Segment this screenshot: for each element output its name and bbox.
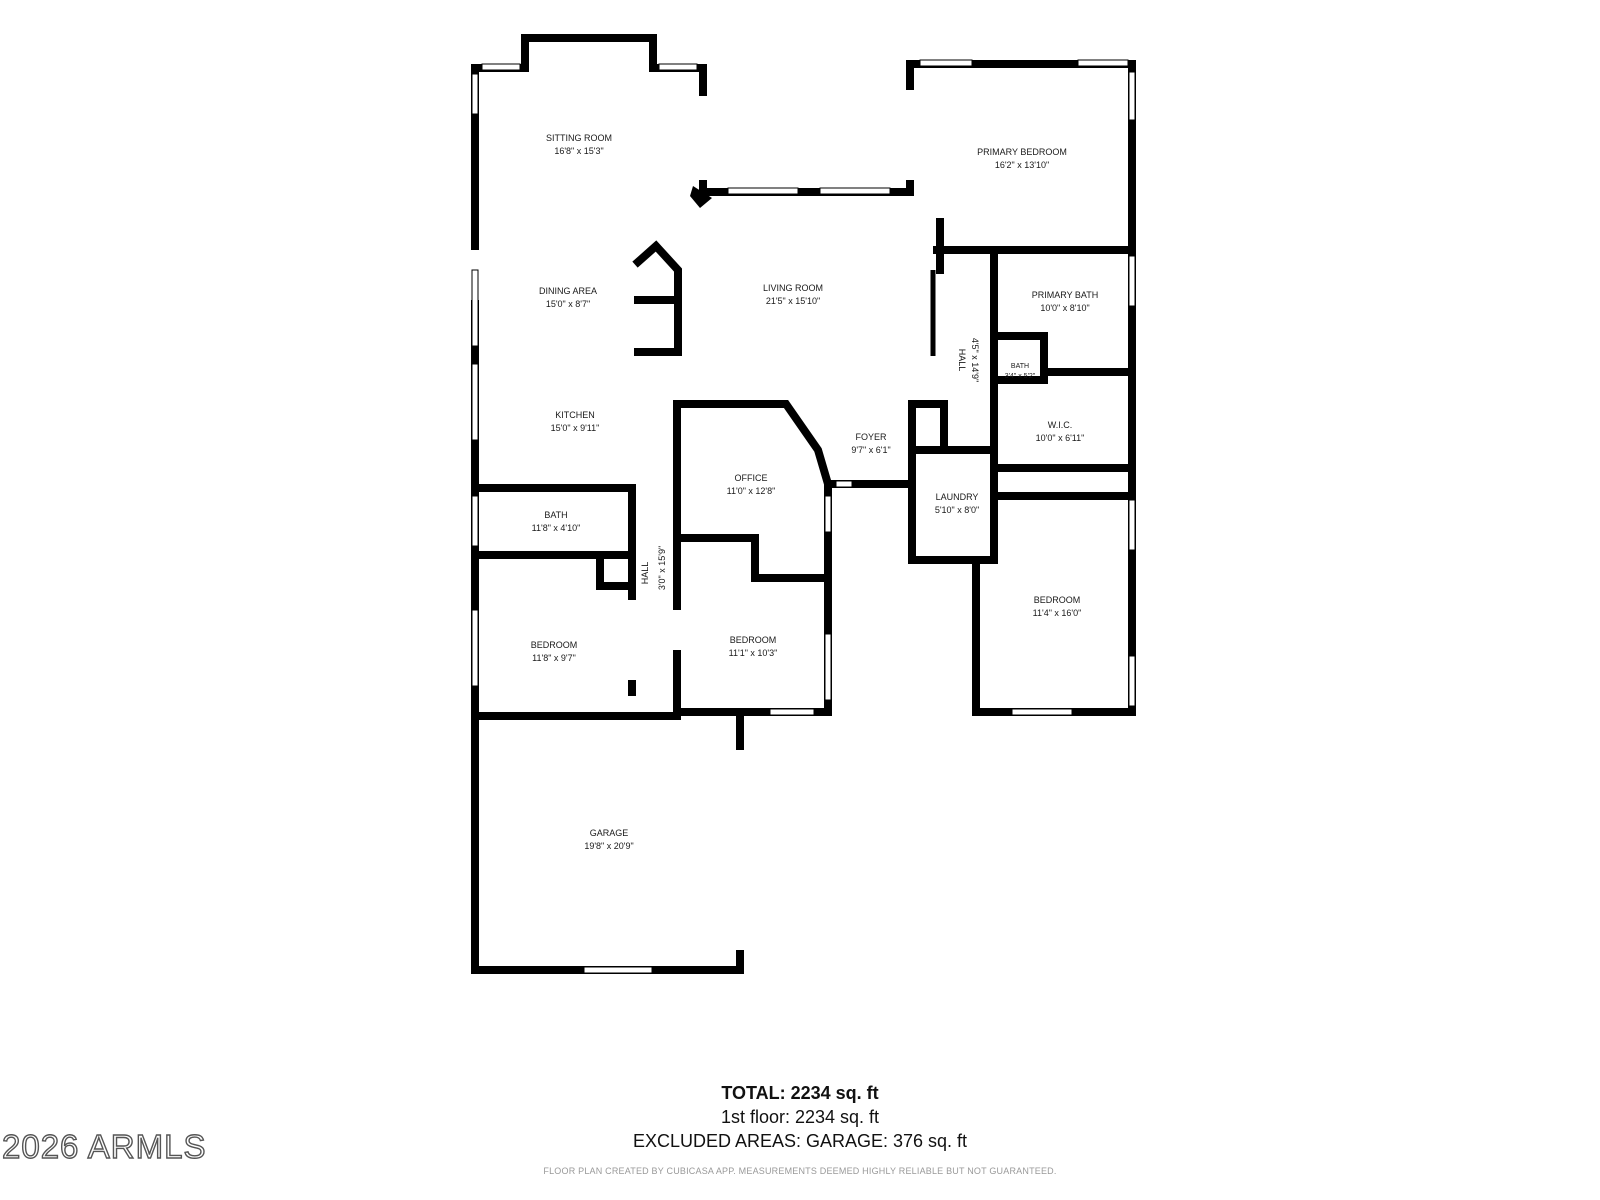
- room-name-office: OFFICE: [735, 473, 768, 483]
- room-dims-office: 11'0" x 12'8": [727, 486, 776, 496]
- room-dims-small-bath: 3'4" x 5'2": [1005, 373, 1036, 380]
- walls: [470, 34, 1136, 974]
- room-name-dining-area: DINING AREA: [539, 286, 597, 296]
- total-area: TOTAL: 2234 sq. ft: [721, 1083, 879, 1103]
- room-name-small-bath: BATH: [1011, 363, 1029, 370]
- room-name-hall-east: HALL: [957, 349, 967, 372]
- room-name-bedroom-east: BEDROOM: [1034, 595, 1081, 605]
- room-name-bedroom-center: BEDROOM: [730, 635, 777, 645]
- room-name-sitting-room: SITTING ROOM: [546, 133, 612, 143]
- room-name-living-room: LIVING ROOM: [763, 283, 823, 293]
- room-name-wic: W.I.C.: [1048, 420, 1073, 430]
- watermark: 2026 ARMLS: [1, 1127, 207, 1165]
- room-dims-garage: 19'8" x 20'9": [584, 841, 633, 851]
- room-dims-primary-bath: 10'0" x 8'10": [1040, 303, 1089, 313]
- room-name-garage: GARAGE: [590, 828, 629, 838]
- room-dims-living-room: 21'5" x 15'10": [766, 296, 820, 306]
- room-dims-hall-east: 4'5" x 14'9": [970, 338, 980, 382]
- room-name-laundry: LAUNDRY: [936, 492, 979, 502]
- room-name-bath-west: BATH: [544, 510, 567, 520]
- room-dims-sitting-room: 16'8" x 15'3": [554, 146, 603, 156]
- room-dims-dining-area: 15'0" x 8'7": [546, 299, 590, 309]
- room-dims-wic: 10'0" x 6'11": [1036, 433, 1085, 443]
- room-name-hall-west: HALL: [640, 562, 650, 585]
- room-dims-hall-west: 3'0" x 15'9": [657, 546, 667, 590]
- room-dims-kitchen: 15'0" x 9'11": [551, 423, 600, 433]
- room-name-foyer: FOYER: [855, 432, 887, 442]
- room-labels: SITTING ROOM 16'8" x 15'3" DINING AREA 1…: [531, 133, 1099, 851]
- room-dims-bedroom-center: 11'1" x 10'3": [729, 648, 778, 658]
- room-dims-bedroom-west: 11'8" x 9'7": [532, 653, 576, 663]
- windows: [471, 59, 1136, 974]
- disclaimer: FLOOR PLAN CREATED BY CUBICASA APP. MEAS…: [543, 1166, 1057, 1176]
- room-dims-bath-west: 11'8" x 4'10": [532, 523, 581, 533]
- room-name-primary-bedroom: PRIMARY BEDROOM: [977, 147, 1067, 157]
- excluded-area: EXCLUDED AREAS: GARAGE: 376 sq. ft: [632, 1131, 968, 1151]
- room-dims-primary-bedroom: 16'2" x 13'10": [995, 160, 1049, 170]
- room-dims-laundry: 5'10" x 8'0": [935, 505, 979, 515]
- floor-area: 1st floor: 2234 sq. ft: [720, 1107, 880, 1127]
- room-name-kitchen: KITCHEN: [555, 410, 595, 420]
- room-dims-bedroom-east: 11'4" x 16'0": [1033, 608, 1082, 618]
- room-name-bedroom-west: BEDROOM: [531, 640, 578, 650]
- room-name-primary-bath: PRIMARY BATH: [1032, 290, 1099, 300]
- room-dims-foyer: 9'7" x 6'1": [851, 445, 890, 455]
